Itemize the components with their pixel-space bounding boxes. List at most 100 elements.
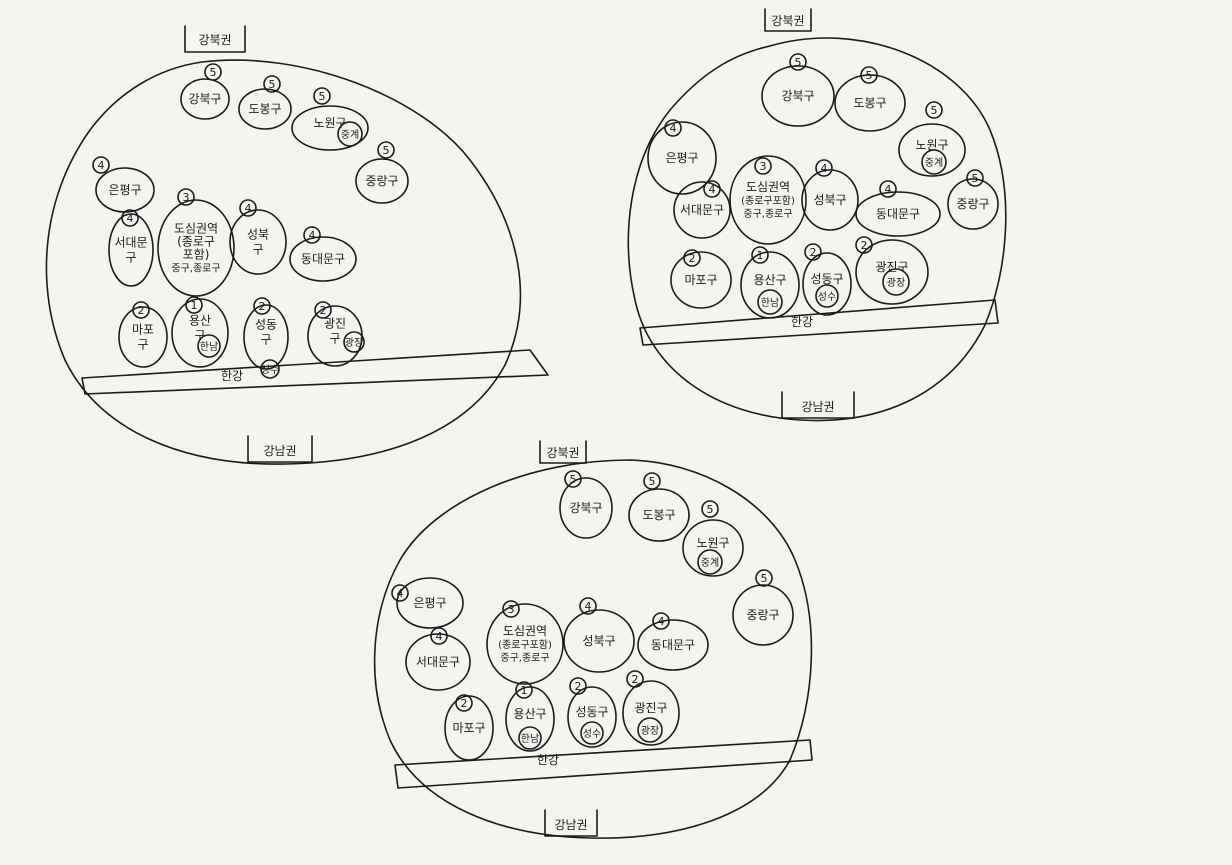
district-name-line: 중랑구 [956, 197, 989, 211]
district-bubble [670, 251, 732, 309]
south-region-label-box [247, 435, 313, 463]
district-name-line: 노원구 [313, 116, 346, 130]
district-name-line: 도봉구 [248, 102, 281, 116]
priority-circle [185, 296, 203, 314]
district-name-line: 구 [260, 333, 271, 347]
south-region-label: 강남권 [263, 444, 296, 458]
district-name-line: 포함) [183, 248, 210, 262]
district-name-line: 도심권역 [746, 180, 790, 194]
district-name-line: 성북 [247, 228, 269, 242]
sub-area-label: 광장 [641, 725, 659, 737]
district-name-line: 노원구 [915, 138, 948, 152]
sub-area-label: 중계 [341, 129, 359, 141]
district-bubble [229, 209, 287, 275]
priority-number: 4 [309, 229, 316, 242]
south-region-label-box [544, 809, 598, 837]
district-name-line: 성동 [255, 318, 277, 332]
district-name-line: 구 [329, 332, 340, 346]
district-name-line: 용산구 [513, 707, 546, 721]
region-outline-circle [373, 459, 813, 839]
priority-circle [701, 500, 719, 518]
priority-number: 5 [319, 90, 326, 103]
priority-circle [455, 694, 473, 712]
priority-number: 3 [508, 603, 515, 616]
district-name-line: (종로구 [177, 235, 215, 249]
priority-circle [564, 470, 582, 488]
district-name-line: 서대문구 [680, 203, 724, 217]
sub-area-label: 중계 [701, 557, 719, 569]
priority-number: 2 [632, 673, 639, 686]
sub-area-circle [260, 359, 280, 379]
district-name-line: 구 [194, 329, 205, 343]
han-river-band [81, 349, 549, 395]
priority-number: 5 [269, 78, 276, 91]
priority-number: 2 [320, 304, 327, 317]
priority-number: 5 [383, 144, 390, 157]
priority-number: 1 [521, 684, 528, 697]
district-bubble [947, 178, 999, 230]
priority-circle [683, 249, 701, 267]
priority-circle [860, 66, 878, 84]
priority-number: 5 [210, 66, 217, 79]
sub-area-label: 성수 [583, 728, 601, 740]
district-name-line: 도심권역 [503, 624, 547, 638]
priority-number: 2 [575, 680, 582, 693]
sub-area-label: 한남 [521, 733, 539, 745]
priority-number: 1 [191, 299, 198, 312]
priority-number: 2 [861, 239, 868, 252]
priority-circle [313, 87, 331, 105]
district-bubble [898, 123, 966, 177]
priority-circle [303, 226, 321, 244]
sub-area-label: 중계 [925, 157, 943, 169]
district-name-line: 마포구 [684, 273, 717, 287]
priority-circle [855, 236, 873, 254]
district-bubble [291, 105, 369, 151]
south-region-label: 강남권 [801, 400, 834, 414]
district-name-line: 서대문 [114, 236, 147, 250]
district-name-line: 동대문구 [651, 638, 695, 652]
priority-circle [132, 301, 150, 319]
district-bubble [682, 519, 744, 577]
district-name-line: 구 [137, 338, 148, 352]
district-bubble [118, 306, 168, 368]
district-bubble [673, 181, 731, 239]
south-region-label-box [781, 391, 855, 419]
district-node-dobong: 5 도봉구 [238, 75, 292, 130]
sub-area-label: 성수 [261, 364, 279, 376]
priority-circle [754, 157, 772, 175]
district-name-line: 도봉구 [642, 508, 675, 522]
priority-circle [502, 600, 520, 618]
district-bubble [802, 252, 852, 316]
north-region-label: 강북권 [546, 446, 579, 460]
district-bubble [559, 477, 613, 539]
district-bubble [180, 78, 230, 120]
priority-number: 4 [436, 630, 443, 643]
district-name-line: 동대문구 [876, 207, 920, 221]
sub-area-circle [815, 284, 839, 308]
priority-number: 3 [760, 160, 767, 173]
district-name-line: 성동구 [575, 705, 608, 719]
priority-number: 5 [972, 172, 979, 185]
priority-circle [804, 243, 822, 261]
district-node-jungnang: 5 중랑구 [947, 169, 999, 230]
priority-circle [239, 199, 257, 217]
district-bubble [622, 680, 680, 746]
district-bubble [647, 121, 717, 195]
priority-circle [253, 297, 271, 315]
district-bubble [855, 239, 929, 305]
sub-area-label: 한남 [200, 341, 218, 353]
district-bubble [563, 609, 635, 673]
priority-number: 2 [259, 300, 266, 313]
priority-number: 5 [795, 56, 802, 69]
